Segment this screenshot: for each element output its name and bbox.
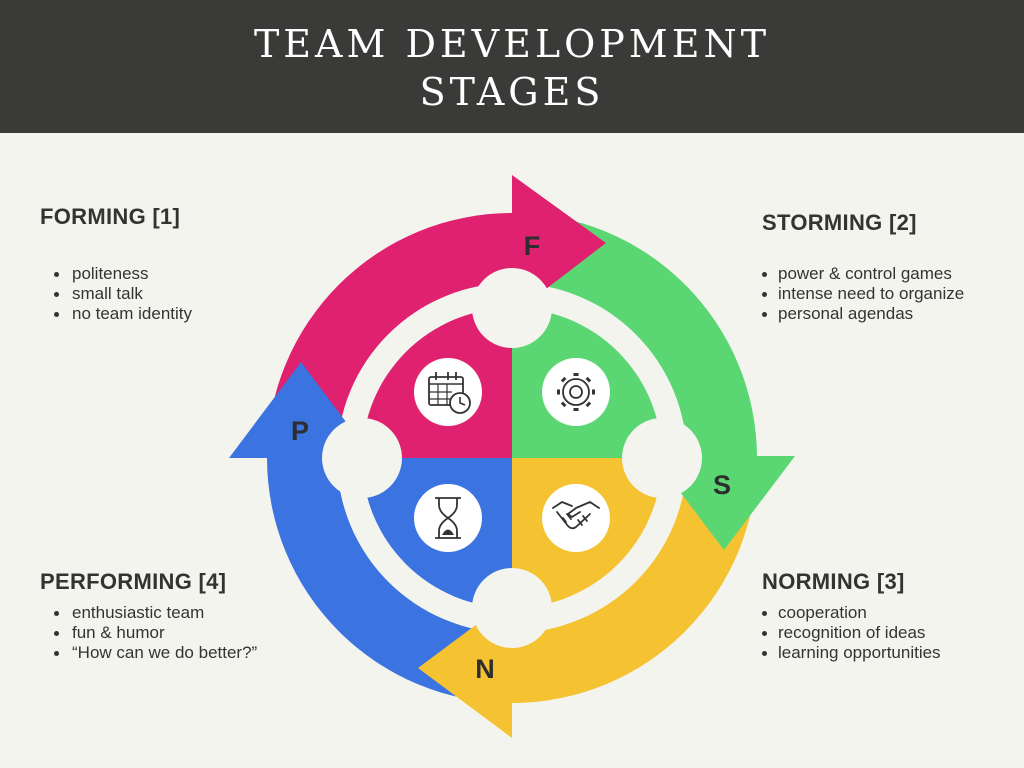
list-item: power & control games [762,264,964,284]
stage-norming: NORMING [3] cooperation recognition of i… [762,569,941,663]
list-item: no team identity [40,304,192,324]
stage-heading-storming: STORMING [2] [762,210,917,235]
puzzle-notch-right [622,418,702,498]
norming-letter: N [475,654,495,684]
stage-heading-norming: NORMING [3] [762,569,905,594]
performing-letter: P [291,416,309,446]
list-item: intense need to organize [762,284,964,304]
list-item: learning opportunities [762,643,941,663]
stage-heading-forming: FORMING [1] [40,204,181,229]
puzzle-notch-left [322,418,402,498]
list-item: recognition of ideas [762,623,941,643]
handshake-icon [542,484,610,552]
list-item: personal agendas [762,304,964,324]
calendar-clock-icon [414,358,482,426]
gear-icon [542,358,610,426]
list-item: politeness [40,264,192,284]
stage-list-storming: power & control games intense need to or… [762,264,964,324]
hourglass-icon [414,484,482,552]
list-item: cooperation [762,603,941,623]
stage-heading-performing: PERFORMING [4] [40,569,227,594]
list-item: “How can we do better?” [40,643,257,663]
forming-letter: F [524,231,541,261]
list-item: enthusiastic team [40,603,257,623]
storming-arc [512,213,757,458]
forming-arc [267,213,512,458]
stage-list-forming: politeness small talk no team identity [40,264,192,324]
stage-storming: STORMING [2] power & control games inten… [762,210,964,324]
stage-performing: PERFORMING [4] enthusiastic team fun & h… [40,569,257,663]
puzzle-notch-top [472,268,552,348]
stage-list-norming: cooperation recognition of ideas learnin… [762,603,941,663]
puzzle-notch-bottom [472,568,552,648]
stage-list-performing: enthusiastic team fun & humor “How can w… [40,603,257,663]
stage-forming: FORMING [1] politeness small talk no tea… [40,204,192,324]
norming-arc [512,458,757,703]
header-banner: TEAM DEVELOPMENT STAGES [0,0,1024,133]
list-item: small talk [40,284,192,304]
performing-arc [267,458,512,703]
list-item: fun & humor [40,623,257,643]
storming-letter: S [713,470,731,500]
page-title: TEAM DEVELOPMENT STAGES [253,21,771,114]
